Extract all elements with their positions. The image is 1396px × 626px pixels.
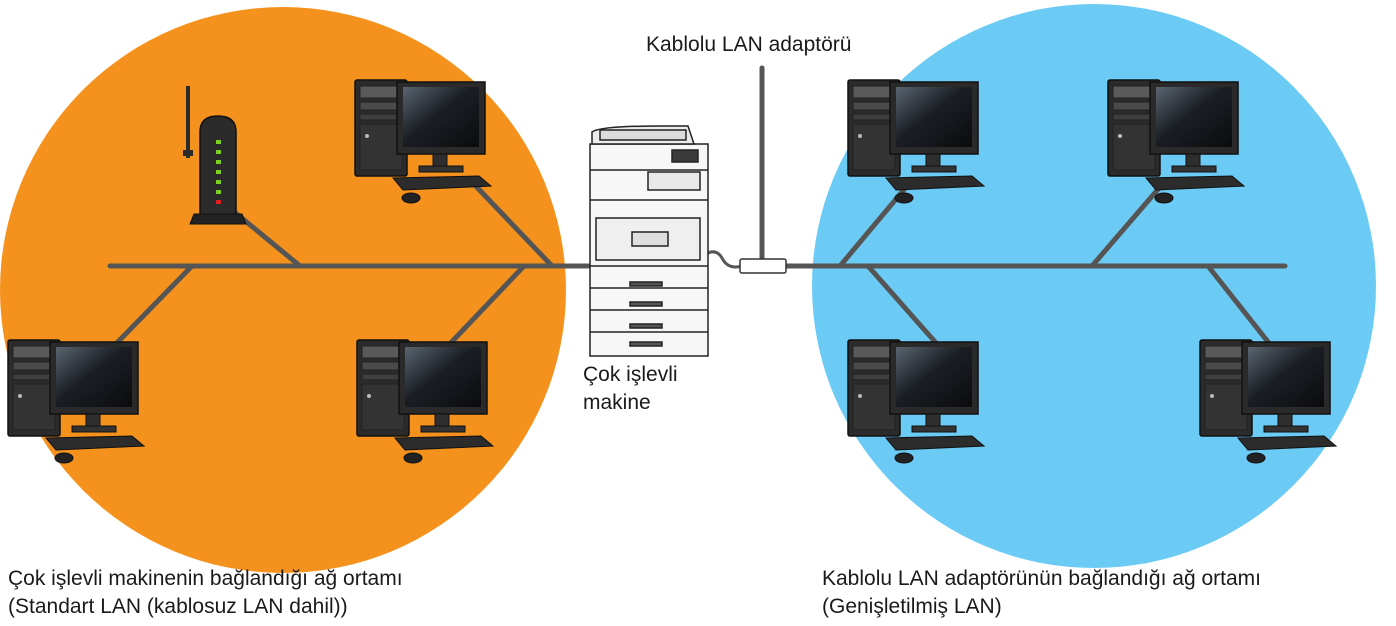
standard-network-caption-line2: (Standart LAN (kablosuz LAN dahil)) — [8, 595, 348, 618]
computer-icon — [7, 339, 145, 464]
standard-network-caption-line1: Çok işlevli makinenin bağlandığı ağ orta… — [8, 567, 403, 590]
multifunction-printer-icon — [589, 125, 709, 357]
wireless-router-icon — [183, 86, 247, 225]
printer-label-line1: Çok işlevli — [583, 363, 678, 386]
standard-network-caption: Çok işlevli makinenin bağlandığı ağ orta… — [8, 565, 403, 621]
wired-lan-adapter-icon — [739, 258, 787, 274]
extended-network-caption: Kablolu LAN adaptörünün bağlandığı ağ or… — [822, 565, 1261, 621]
extended-network-caption-line1: Kablolu LAN adaptörünün bağlandığı ağ or… — [822, 567, 1261, 590]
printer-label-line2: makine — [583, 391, 651, 414]
printer-label: Çok işlevli makine — [583, 361, 678, 417]
extended-network-caption-line2: (Genişletilmiş LAN) — [822, 595, 1002, 618]
adapter-label: Kablolu LAN adaptörü — [646, 33, 852, 56]
